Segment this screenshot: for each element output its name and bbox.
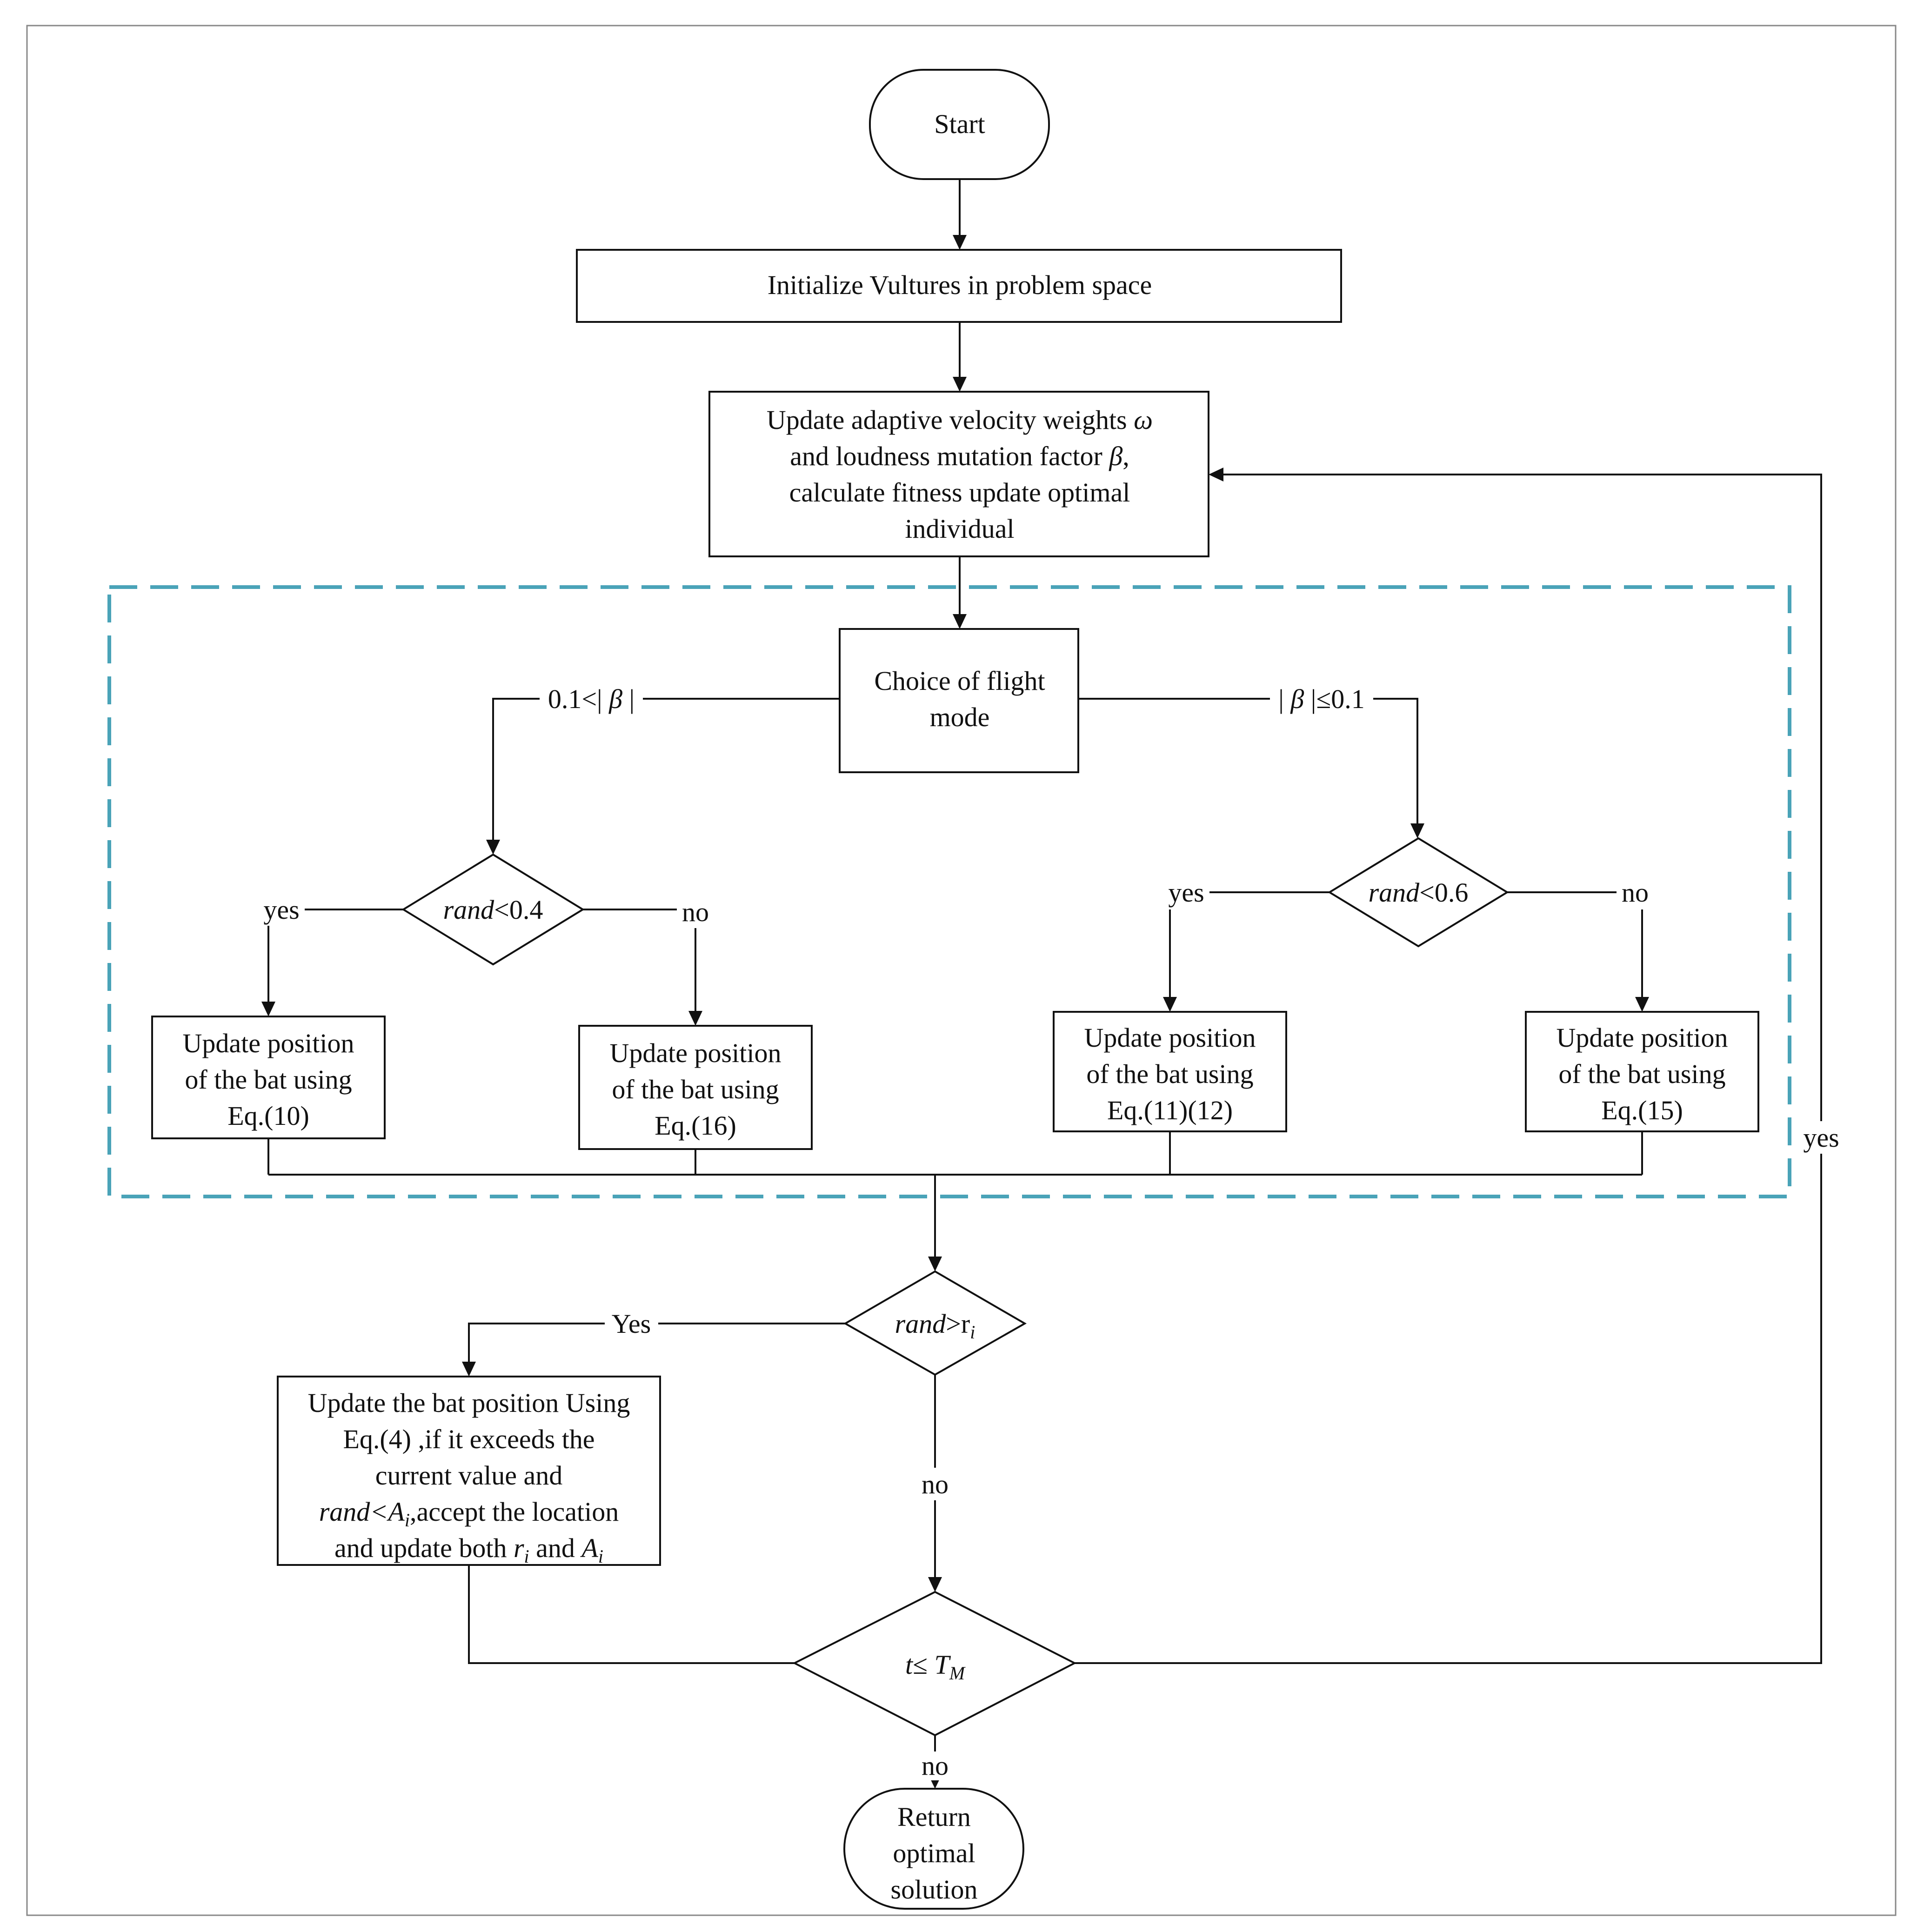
update-weights-line1: Update adaptive velocity weights ω	[767, 405, 1153, 435]
decision-r-yes: Yes	[612, 1309, 651, 1339]
decision-r-no-bg	[914, 1468, 956, 1500]
update-box-eq16-line2: of the bat using	[612, 1074, 779, 1104]
return-line3: solution	[891, 1874, 978, 1905]
update-bat-line4: rand<Ai,accept the location	[319, 1497, 619, 1531]
decision-r-label: rand>ri	[895, 1309, 975, 1343]
update-box-eq10-line3: Eq.(10)	[227, 1101, 309, 1131]
update-box-eq11-12-line1: Update position	[1084, 1023, 1256, 1053]
decision-r-yes-bg	[605, 1308, 658, 1341]
decision-right-label: rand<0.6	[1369, 877, 1469, 908]
update-box-eq15	[1525, 1011, 1759, 1132]
flight-mode-line1: Choice of flight	[874, 666, 1045, 696]
branch-left-label: 0.1<| β |	[548, 684, 635, 714]
update-weights-line4: individual	[905, 514, 1014, 544]
decision-t	[792, 1591, 1077, 1737]
branch-left-bg	[540, 682, 643, 714]
update-bat-line2: Eq.(4) ,if it exceeds the	[343, 1424, 595, 1454]
decision-left-yes: yes	[263, 895, 299, 925]
decision-t-yes: yes	[1803, 1123, 1839, 1153]
return-node	[843, 1788, 1024, 1910]
start-label: Start	[934, 109, 985, 139]
update-box-eq10-line1: Update position	[183, 1028, 354, 1058]
decision-right	[1328, 837, 1509, 948]
decision-r	[843, 1270, 1027, 1376]
decision-r-no: no	[922, 1469, 949, 1499]
update-box-eq16	[578, 1025, 813, 1150]
return-line1: Return	[897, 1802, 971, 1832]
connectors	[261, 179, 1822, 1789]
update-weights-line2: and loudness mutation factor β,	[790, 441, 1129, 471]
branch-right-bg	[1270, 682, 1373, 714]
decision-left-label: rand<0.4	[443, 895, 543, 925]
decision-left-yes-bg	[258, 893, 305, 926]
update-box-eq11-12	[1053, 1011, 1287, 1132]
update-bat-line5: and update both ri and Ai	[334, 1533, 603, 1567]
init-label: Initialize Vultures in problem space	[768, 270, 1152, 300]
decision-t-yes-bg	[1796, 1121, 1847, 1154]
return-line2: optimal	[893, 1838, 975, 1868]
flight-mode-line2: mode	[930, 702, 990, 732]
flight-mode-box	[839, 628, 1079, 773]
update-box-eq15-line3: Eq.(15)	[1601, 1095, 1683, 1125]
decision-right-yes: yes	[1168, 877, 1204, 908]
update-bat-box	[277, 1376, 661, 1566]
init-box	[576, 249, 1342, 323]
update-bat-line3: current value and	[375, 1460, 563, 1491]
start-node	[869, 69, 1050, 180]
update-box-eq10-line2: of the bat using	[185, 1064, 352, 1095]
dashed-region	[107, 585, 1791, 1198]
figure-frame	[26, 25, 1897, 1916]
beta-symbol: β	[1109, 441, 1122, 471]
update-box-eq16-line3: Eq.(16)	[655, 1110, 736, 1141]
decision-t-label: t≤ TM	[905, 1650, 966, 1684]
branch-right-label: | β |≤0.1	[1278, 684, 1364, 714]
update-box-eq11-12-line3: Eq.(11)(12)	[1107, 1095, 1233, 1125]
update-weights-line3: calculate fitness update optimal	[789, 477, 1130, 508]
decision-left	[401, 853, 585, 966]
update-box-eq10	[151, 1016, 386, 1139]
update-box-eq15-line1: Update position	[1557, 1023, 1728, 1053]
update-box-eq16-line1: Update position	[610, 1038, 782, 1068]
decision-left-no: no	[682, 897, 709, 927]
decision-left-no-bg	[677, 896, 714, 928]
decision-right-no: no	[1622, 877, 1649, 908]
decision-t-no-bg	[914, 1752, 956, 1780]
update-bat-line1: Update the bat position Using	[308, 1388, 630, 1418]
update-box-eq15-line2: of the bat using	[1558, 1059, 1725, 1089]
decision-right-yes-bg	[1163, 877, 1209, 909]
update-weights-box	[708, 391, 1209, 557]
omega-symbol: ω	[1134, 405, 1153, 435]
decision-right-no-bg	[1617, 877, 1654, 909]
decision-t-no: no	[922, 1751, 949, 1781]
update-box-eq11-12-line2: of the bat using	[1086, 1059, 1253, 1089]
